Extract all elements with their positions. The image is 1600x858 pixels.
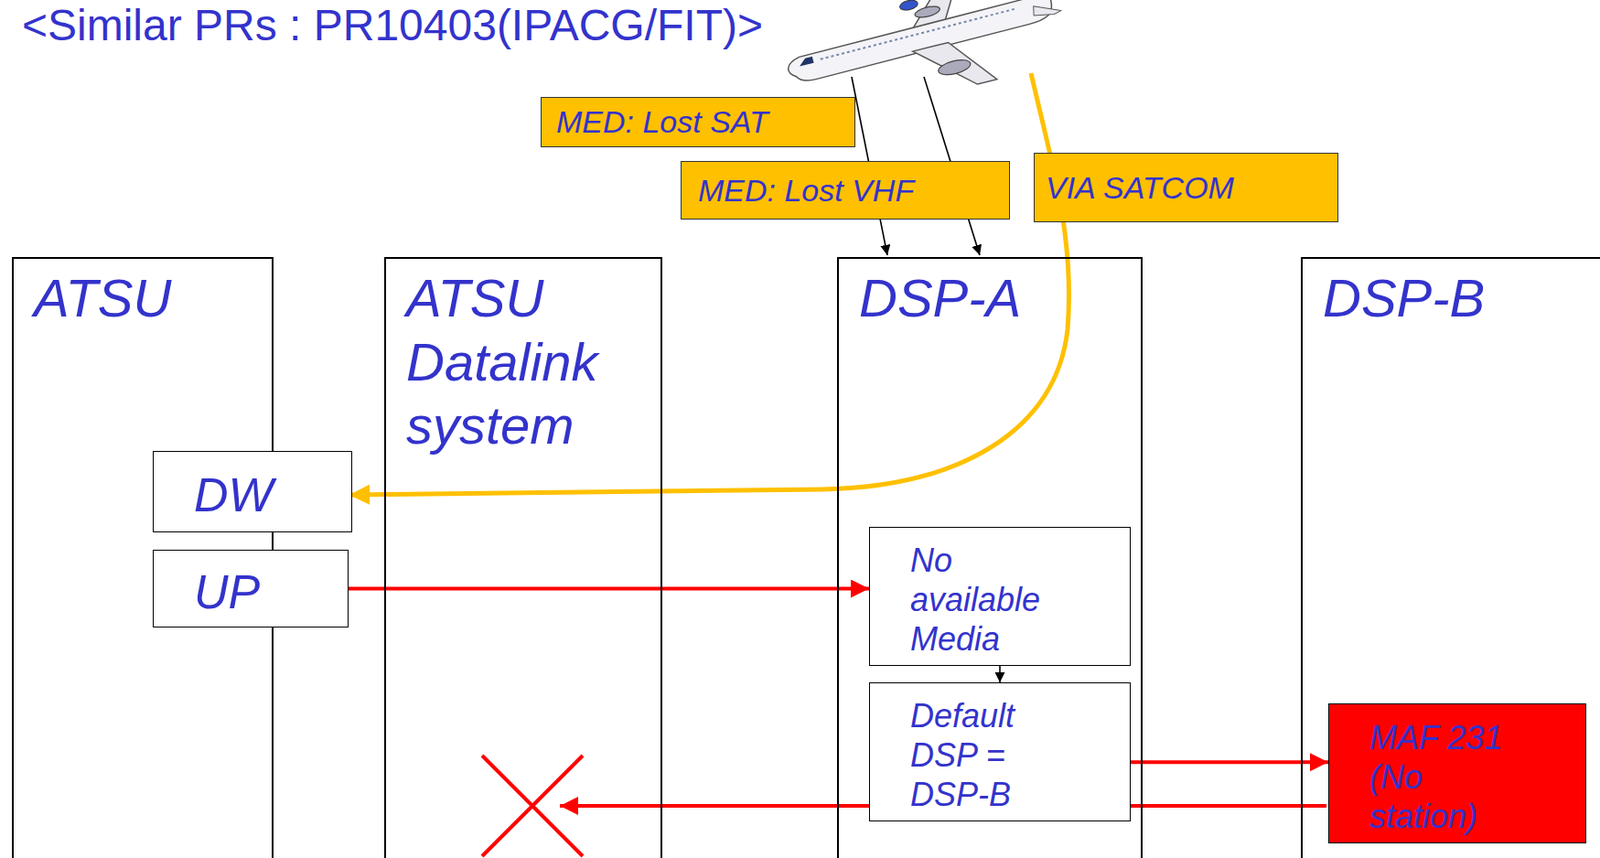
box-label: VIA SATCOM — [1045, 169, 1235, 207]
lane-title: DSP-A — [838, 258, 1141, 331]
flow-arrow — [998, 665, 1001, 683]
lane-title: DSP-B — [1302, 258, 1600, 331]
box-label: MED: Lost VHF — [697, 171, 914, 210]
box-label: DW — [173, 459, 283, 524]
cross-mark — [482, 755, 583, 857]
media-tag: MED: Lost SAT — [540, 96, 856, 148]
flow-arrow — [1130, 760, 1329, 764]
lane-title: ATSU — [13, 258, 272, 331]
swimlane: ATSU Datalink system — [384, 257, 663, 858]
media-tag: MED: Lost VHF — [680, 161, 1010, 220]
message-box: DW — [152, 451, 353, 533]
process-box: Default DSP = DSP-B — [869, 682, 1131, 822]
lane-title: ATSU Datalink system — [386, 258, 661, 458]
box-label: UP — [173, 556, 269, 621]
swimlane: DSP-A No available MediaDefault DSP = DSP… — [837, 257, 1143, 858]
swimlane: ATSUDWUP — [11, 257, 274, 858]
route-tag: VIA SATCOM — [1033, 152, 1339, 223]
process-box: No available Media — [869, 526, 1131, 666]
box-label: MED: Lost SAT — [556, 103, 769, 141]
error-box: MAF 231 (No station) — [1328, 703, 1587, 844]
message-box: UP — [152, 549, 349, 628]
page-title: <Similar PRs : PR10403(IPACG/FIT)> — [21, 0, 763, 51]
box-label: No available Media — [890, 533, 1094, 660]
box-label: Default DSP = DSP-B — [890, 688, 1094, 816]
box-label: MAF 231 (No station) — [1349, 710, 1527, 838]
swimlane: DSP-B MAF 231 (No station) — [1300, 257, 1600, 858]
flow-arrow — [348, 587, 870, 591]
